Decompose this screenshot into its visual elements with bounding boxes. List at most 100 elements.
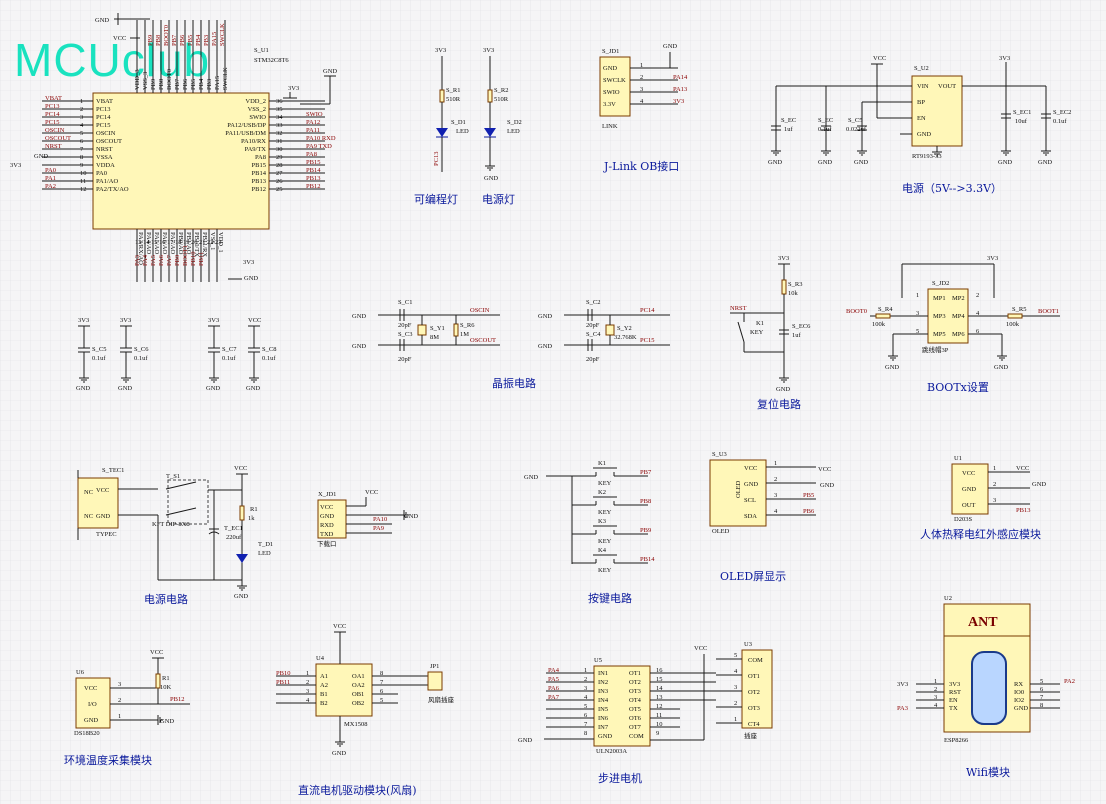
mcu-net-label: PB11 xyxy=(198,252,205,266)
svg-text:T_S1: T_S1 xyxy=(166,473,180,480)
uln-pin-name: OT5 xyxy=(629,706,641,713)
esp-pin-number: 7 xyxy=(1040,694,1044,701)
mcu-net-label: PB14 xyxy=(306,167,321,174)
svg-text:20pF: 20pF xyxy=(398,322,412,329)
mcu-net-label: PA6 xyxy=(158,254,165,266)
svg-text:GND: GND xyxy=(332,750,346,757)
mx-pin-number: 3 xyxy=(306,688,309,695)
mcu-pin-name: VSS_1 xyxy=(209,232,216,250)
cap-value: 0.1uf xyxy=(92,355,106,362)
uln-pin-number: 12 xyxy=(656,703,663,710)
svg-text:3V3: 3V3 xyxy=(778,255,789,262)
svg-text:I/O: I/O xyxy=(88,701,97,708)
svg-text:0.1uf: 0.1uf xyxy=(1053,118,1067,125)
oled-pin-name: GND xyxy=(744,481,758,488)
mcu-pin-name: VDD_2 xyxy=(245,98,266,105)
key-ref: K1 xyxy=(598,460,606,467)
svg-text:GND: GND xyxy=(776,386,790,393)
uln-pin-name: IN7 xyxy=(598,724,609,731)
step-pin-name: COM xyxy=(748,657,763,664)
svg-text:R1: R1 xyxy=(162,675,170,682)
mcu-pin-name: PB15 xyxy=(252,162,266,169)
svg-text:跳线帽3P: 跳线帽3P xyxy=(922,345,949,354)
mcu-pin-number: 19 xyxy=(183,239,190,246)
key-net-label: PB14 xyxy=(640,556,655,563)
key-value: KEY xyxy=(598,509,612,516)
svg-text:S_C3: S_C3 xyxy=(398,331,412,338)
mcu-pin-name: PA1/AO xyxy=(96,178,118,185)
oled-gnd-label: GND xyxy=(820,482,834,489)
svg-text:插座: 插座 xyxy=(744,731,758,740)
mcu-gnd-left: GND xyxy=(34,153,48,160)
mcu-pin-name: PC14 xyxy=(96,114,111,121)
mcu-net-label: OSCIN xyxy=(45,127,65,134)
svg-text:RT9193-33: RT9193-33 xyxy=(912,153,942,160)
jlink-pin-name: SWIO xyxy=(603,89,620,96)
mcu-left-pins: VBAT1VBATPC132PC13PC143PC14PC154PC15OSCI… xyxy=(42,95,129,193)
esp-pin-name: RX xyxy=(1014,681,1023,688)
mcu-pin-name: PA9/TX xyxy=(245,146,267,153)
svg-text:S_D1: S_D1 xyxy=(451,119,466,126)
svg-text:GND: GND xyxy=(234,593,248,600)
boot-pin-number: 6 xyxy=(976,328,980,335)
svg-text:D203S: D203S xyxy=(954,516,972,523)
mcu-pin-name: PA10/RX xyxy=(241,138,266,145)
svg-text:ESP8266: ESP8266 xyxy=(944,737,969,744)
svg-text:BOOT0: BOOT0 xyxy=(846,308,867,315)
svg-text:R1: R1 xyxy=(250,506,258,513)
mcu-pin-name: PA6/AO xyxy=(161,232,168,254)
uln-pin-number: 2 xyxy=(584,676,587,683)
boot-title: BOOTx设置 xyxy=(927,381,989,394)
svg-text:JP1: JP1 xyxy=(430,663,439,670)
key-net-label: PB8 xyxy=(640,498,651,505)
mcu-net-label: PB0 xyxy=(174,255,181,266)
mcu-net-label: PA8 xyxy=(306,151,317,158)
boot-pin-number: 5 xyxy=(916,328,919,335)
svg-text:20pF: 20pF xyxy=(586,322,600,329)
mx-pin-number: 4 xyxy=(306,697,310,704)
mx-pin-number: 6 xyxy=(380,688,384,695)
svg-text:S_C2: S_C2 xyxy=(586,299,600,306)
svg-text:U1: U1 xyxy=(954,455,962,462)
svg-text:LED: LED xyxy=(507,128,520,135)
mcu-net-label: PB12 xyxy=(306,183,320,190)
mcu-net-label: PC13 xyxy=(45,103,59,110)
svg-text:VOUT: VOUT xyxy=(938,83,956,90)
svg-text:100k: 100k xyxy=(872,321,886,328)
mcu-net-label: PA10 RXD xyxy=(306,135,336,142)
step-pin-name: OT3 xyxy=(748,705,760,712)
jlink-net-label: PA14 xyxy=(673,74,688,81)
mcu-pin-name: SWCLK xyxy=(222,67,229,90)
svg-text:VCC: VCC xyxy=(234,465,247,472)
svg-text:S_JD1: S_JD1 xyxy=(602,48,619,55)
mcu-pin-name: NRST xyxy=(96,146,113,153)
mcu-gnd-top: GND xyxy=(95,17,109,24)
mcu-net-label: PB9 xyxy=(147,35,154,46)
cap-net-label: 3V3 xyxy=(208,317,219,324)
svg-text:0.022uf: 0.022uf xyxy=(846,126,867,133)
key-buttons: GND 按键电路 K1KEYPB7K2KEYPB8K3KEYPB9K4KEYPB… xyxy=(524,460,655,605)
mx-pin-name: OB1 xyxy=(352,691,364,698)
uln-pin-name: GND xyxy=(598,733,612,740)
svg-text:VCC: VCC xyxy=(333,623,346,630)
svg-text:下载口: 下载口 xyxy=(317,539,337,548)
svg-text:1k: 1k xyxy=(248,515,255,522)
svg-text:风扇插座: 风扇插座 xyxy=(428,695,455,704)
svg-text:PB12: PB12 xyxy=(170,696,184,703)
svg-text:GND: GND xyxy=(524,474,538,481)
svg-text:1: 1 xyxy=(118,713,121,720)
esp-3v3-label: 3V3 xyxy=(897,681,908,688)
svg-text:S_R4: S_R4 xyxy=(878,306,893,313)
cap-value: 0.1uf xyxy=(134,355,148,362)
cap-ref: S_C8 xyxy=(262,346,276,353)
mcu-net-label: PB4 xyxy=(195,34,202,46)
mx-net-label: PB11 xyxy=(276,679,290,686)
